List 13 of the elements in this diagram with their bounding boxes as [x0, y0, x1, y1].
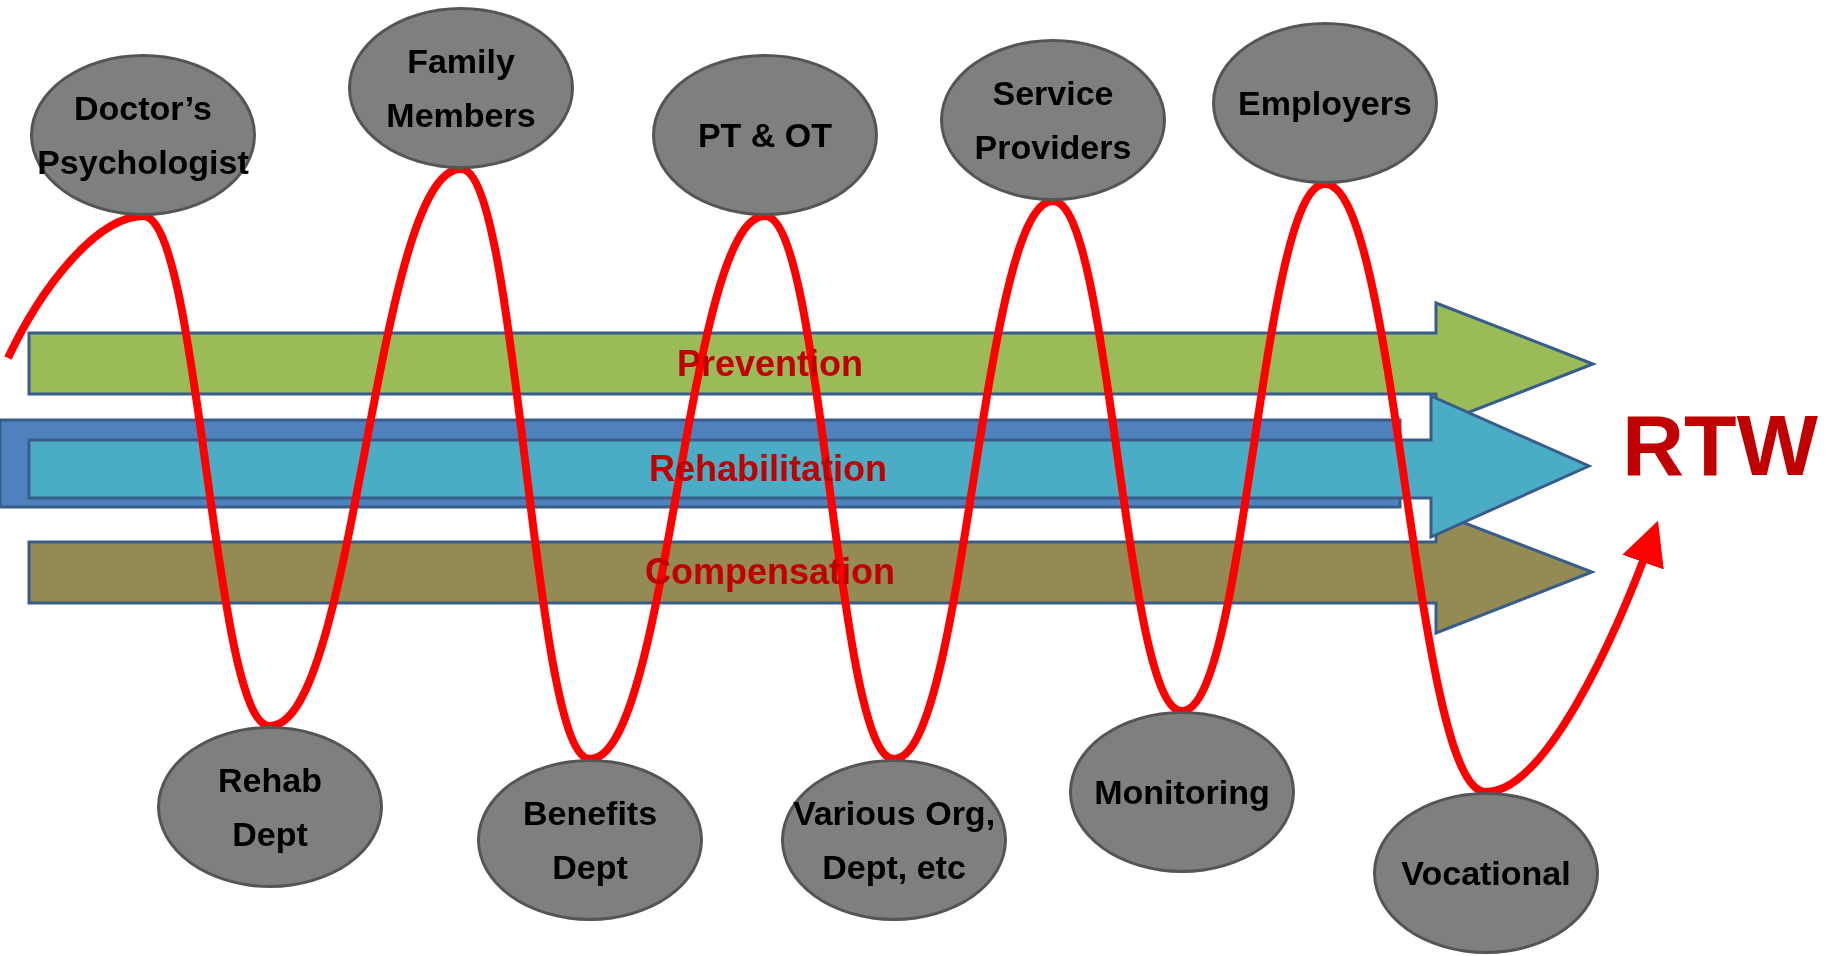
node-label: Doctor’s Psychologist: [36, 87, 250, 183]
goal-label: RTW: [1622, 398, 1818, 495]
wavy-connector: [1485, 520, 1664, 796]
node-label: Monitoring: [1094, 771, 1270, 813]
node-label: Benefits Dept: [521, 792, 659, 888]
node-label: Service Providers: [973, 72, 1133, 168]
node-label: Rehab Dept: [217, 759, 323, 855]
node-label: Various Org, Dept, etc: [791, 792, 997, 888]
wavy-connector: [4, 212, 144, 360]
node-label: Employers: [1238, 82, 1412, 124]
node-label: PT & OT: [697, 114, 833, 156]
node-label: Vocational: [1401, 852, 1571, 894]
node-label: Family Members: [385, 40, 537, 136]
